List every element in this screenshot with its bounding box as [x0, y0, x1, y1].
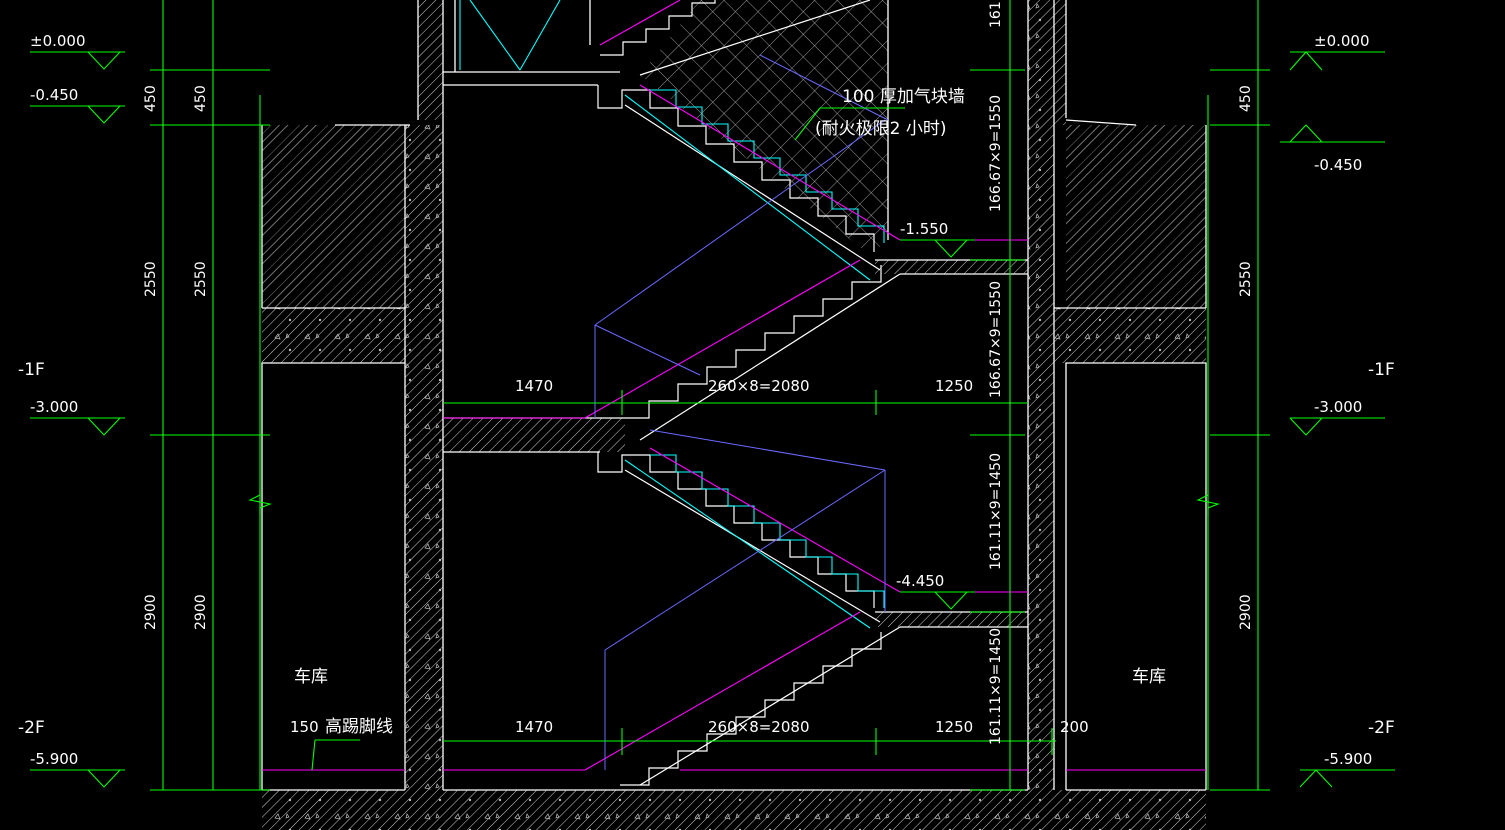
wall-note-line2: (耐火极限2 小时) [815, 119, 946, 139]
landing-slab-upper-left-2 [443, 436, 625, 452]
dim-left-inner-2: 2900 [193, 594, 209, 630]
stair-flight-top [600, 0, 716, 56]
elevation-markers [87, 51, 1333, 788]
dim-stair-0: 161.1 [988, 0, 1004, 28]
structure-walls [262, 0, 1206, 830]
left-upper-wall [418, 0, 443, 120]
elevation-stair-0: -1.550 [900, 220, 948, 238]
room-label-left-garage: 车库 [294, 667, 328, 687]
right-slab-1f-fill [1054, 308, 1206, 363]
elevation-left-0: ±0.000 [30, 32, 86, 50]
right-soil [1066, 125, 1206, 308]
right-stair-wall-fill [1028, 0, 1054, 790]
dim-stair-3: 161.11×9=1450 [988, 453, 1004, 570]
stair-flight-b [620, 265, 882, 419]
dim-left-outer-1: 2550 [143, 261, 159, 297]
dim-stair-1: 166.67×9=1550 [988, 95, 1004, 212]
dim-left-inner-1: 2550 [193, 261, 209, 297]
stair-profiles [597, 0, 901, 786]
baseboard-value: 150 [290, 718, 319, 736]
landing-slab-mid [875, 260, 1028, 274]
dim-left-outer-0: 450 [143, 85, 159, 112]
left-slab-1f-fill [262, 308, 405, 363]
dim-stair-2: 166.67×9=1550 [988, 281, 1004, 398]
floor-label-right-1f: -1F [1368, 360, 1395, 380]
dim-lower-2: 1250 [935, 718, 973, 736]
stair-flight-d [620, 632, 882, 786]
stair-flight-a [597, 85, 875, 252]
labels: ±0.000 -0.450 -3.000 -5.900 ±0.000 -0.45… [18, 0, 1395, 768]
elevation-left-2: -3.000 [30, 398, 78, 416]
dim-lower-1: 260×8=2080 [708, 718, 809, 736]
dim-upper-1: 260×8=2080 [708, 377, 809, 395]
dim-right-0: 450 [1238, 85, 1254, 112]
floor-label-right-2f: -2F [1368, 718, 1395, 738]
right-upper-wall [1054, 0, 1066, 125]
dim-left-outer-2: 2900 [143, 594, 159, 630]
dimension-lines [30, 0, 1395, 791]
wall-note-line1: 100 厚加气块墙 [842, 87, 965, 107]
elevation-right-1: -0.450 [1314, 156, 1362, 174]
dim-left-inner-0: 450 [193, 85, 209, 112]
room-label-right-garage: 车库 [1132, 667, 1166, 687]
landing-slab-lower [875, 612, 1028, 627]
elevation-right-3: -5.900 [1324, 750, 1372, 768]
baseboard-text: 高踢脚线 [325, 717, 393, 737]
landing-slab-upper-left [443, 418, 625, 436]
dim-stair-4: 161.11×9=1450 [988, 628, 1004, 745]
elevation-right-0: ±0.000 [1314, 32, 1370, 50]
dim-right-2: 2900 [1238, 594, 1254, 630]
stair-blue-lines [594, 54, 889, 770]
floor-label-left-1f: -1F [18, 360, 45, 380]
dim-upper-2: 1250 [935, 377, 973, 395]
foundation-slab-fill [262, 790, 1206, 830]
elevation-left-1: -0.450 [30, 86, 78, 104]
dim-right-1: 2550 [1238, 261, 1254, 297]
aerated-block-wall [640, 0, 888, 255]
elevation-right-2: -3.000 [1314, 398, 1362, 416]
floor-label-left-2f: -2F [18, 718, 45, 738]
elevation-left-3: -5.900 [30, 750, 78, 768]
soil-areas [262, 125, 1206, 308]
left-soil [262, 125, 405, 308]
left-stair-wall-fill [405, 125, 443, 790]
elevation-stair-1: -4.450 [896, 572, 944, 590]
dim-upper-0: 1470 [515, 377, 553, 395]
dim-lower-0: 1470 [515, 718, 553, 736]
stair-flight-c [597, 452, 875, 608]
dim-lower-3: 200 [1060, 718, 1089, 736]
